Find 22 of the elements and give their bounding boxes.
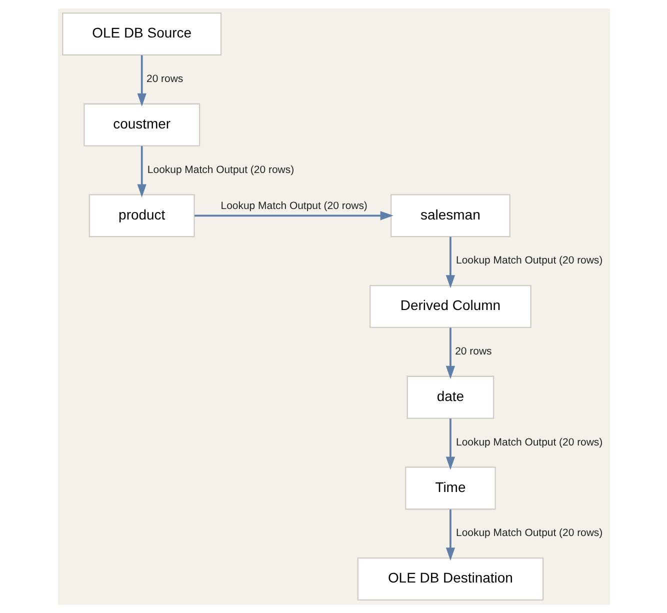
node-box: OLE DB Source <box>62 12 222 56</box>
edge-label: Lookup Match Output (20 rows) <box>456 256 602 267</box>
arrow <box>445 418 455 470</box>
edge-label: Lookup Match Output (20 rows) <box>220 200 367 212</box>
arrow <box>136 55 146 106</box>
node-box: salesman <box>390 194 510 238</box>
arrow <box>194 211 393 220</box>
edge-label: Lookup Match Output (20 rows) <box>456 437 602 448</box>
edge-label: 20 rows <box>454 346 492 358</box>
node-box: Time <box>404 466 496 510</box>
node-box: OLE DB Destination <box>356 557 544 601</box>
arrow <box>445 509 455 561</box>
node-box: date <box>406 376 494 419</box>
node-box: coustmer <box>83 103 200 146</box>
arrow <box>136 146 146 198</box>
arrow <box>445 328 455 379</box>
node-box: product <box>88 194 194 238</box>
node-box: Derived Column <box>369 284 531 328</box>
arrow <box>445 236 455 288</box>
edge-label: Lookup Match Output (20 rows) <box>456 528 602 540</box>
edge-label: 20 rows <box>146 74 183 85</box>
edge-label: Lookup Match Output (20 rows) <box>146 164 294 176</box>
